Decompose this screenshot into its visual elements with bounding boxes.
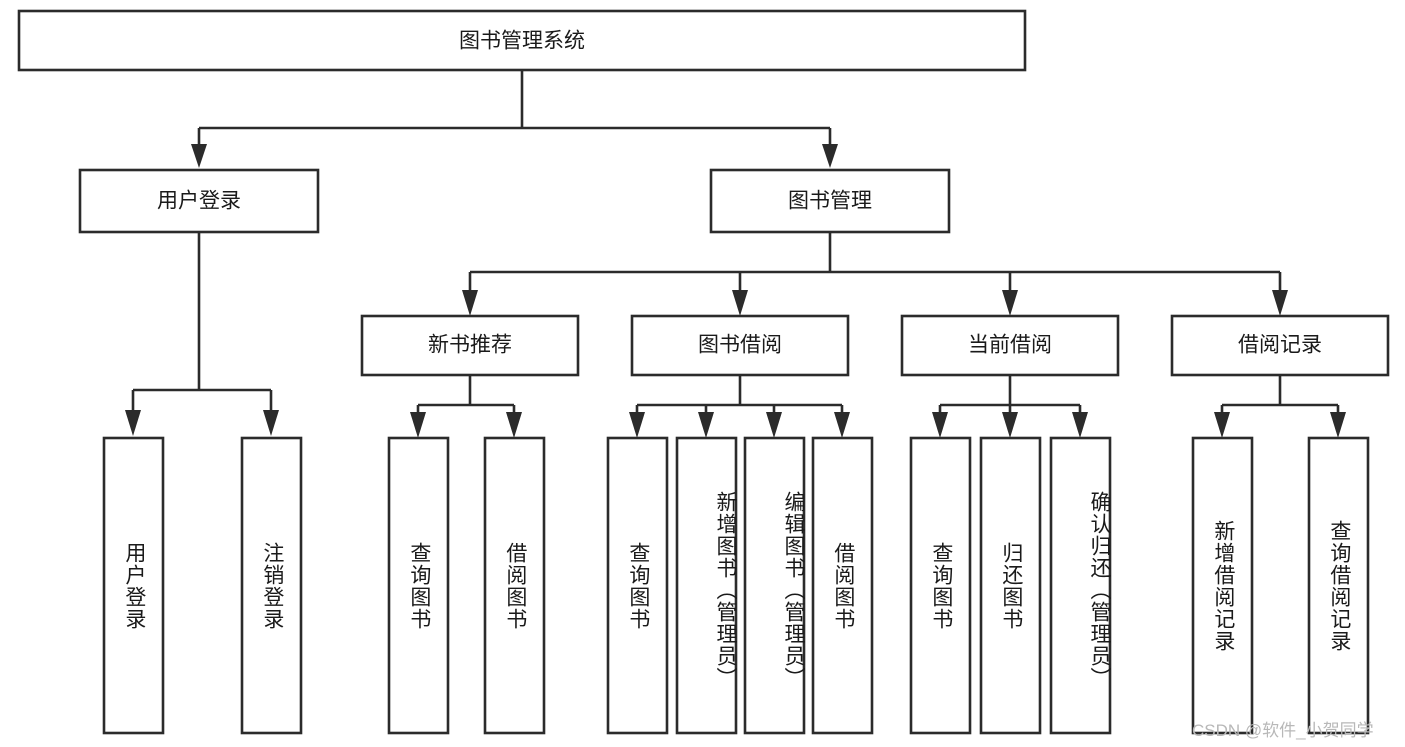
arrow-icon-borrowrecords-leaf-1: [1214, 412, 1230, 438]
arrow-icon-newbook-leaf-2: [506, 412, 522, 438]
node-box-book-manage[interactable]: [709, 168, 951, 234]
connector-group-user-login: [125, 232, 279, 436]
node-box-leaf-book-borrow-1[interactable]: [606, 436, 669, 735]
arrow-icon-currentborrow-leaf-2: [1002, 412, 1018, 438]
node-label-book-borrow: 图书借阅: [698, 334, 782, 357]
node-label-new-book-recommend: 新书推荐: [428, 334, 512, 357]
connector-group-borrow-records: [1214, 375, 1346, 438]
arrow-icon-to-current-borrow: [1002, 290, 1018, 316]
arrow-icon-bookborrow-leaf-1: [629, 412, 645, 438]
arrow-icon-currentborrow-leaf-3: [1072, 412, 1088, 438]
arrow-icon-bookborrow-leaf-2: [698, 412, 714, 438]
node-box-current-borrow[interactable]: [900, 314, 1120, 377]
node-box-system-root[interactable]: [17, 9, 1027, 72]
arrow-icon-userlogin-leaf-2: [263, 410, 279, 436]
node-box-user-login[interactable]: [78, 168, 320, 234]
node-box-borrow-records[interactable]: [1170, 314, 1390, 377]
connector-group-book-borrow: [629, 375, 850, 438]
node-label-system-root: 图书管理系统: [459, 30, 585, 53]
arrow-icon-bookborrow-leaf-3: [766, 412, 782, 438]
watermark-text: CSDN @软件_小贺同学: [1192, 721, 1374, 740]
arrow-icon-newbook-leaf-1: [410, 412, 426, 438]
connector-group-book-manage: [462, 232, 1288, 316]
connector-group-new-book: [410, 375, 522, 438]
arrow-icon-borrowrecords-leaf-2: [1330, 412, 1346, 438]
node-box-leaf-user-login-2[interactable]: [240, 436, 303, 735]
arrow-icon-to-borrow-records: [1272, 290, 1288, 316]
node-label-borrow-records: 借阅记录: [1238, 334, 1322, 357]
arrow-icon-userlogin-leaf-1: [125, 410, 141, 436]
node-box-leaf-current-borrow-1[interactable]: [909, 436, 972, 735]
node-box-leaf-borrow-records-2[interactable]: [1307, 436, 1370, 735]
node-label-book-manage: 图书管理: [788, 190, 872, 213]
connector-group-current-borrow: [932, 375, 1088, 438]
node-box-leaf-current-borrow-2[interactable]: [979, 436, 1042, 735]
node-box-leaf-book-borrow-3[interactable]: [743, 436, 806, 735]
node-box-leaf-new-book-2[interactable]: [483, 436, 546, 735]
node-box-leaf-user-login-1[interactable]: [102, 436, 165, 735]
arrow-icon-to-new-book: [462, 290, 478, 316]
node-box-leaf-new-book-1[interactable]: [387, 436, 450, 735]
arrow-icon-bookborrow-leaf-4: [834, 412, 850, 438]
node-box-leaf-book-borrow-2[interactable]: [675, 436, 738, 735]
arrow-icon-to-book-manage: [822, 144, 838, 168]
arrow-icon-to-user-login: [191, 144, 207, 168]
node-box-new-book-recommend[interactable]: [360, 314, 580, 377]
node-box-book-borrow[interactable]: [630, 314, 850, 377]
arrow-icon-to-book-borrow: [732, 290, 748, 316]
arrow-icon-currentborrow-leaf-1: [932, 412, 948, 438]
node-label-user-login: 用户登录: [157, 190, 241, 213]
node-box-leaf-current-borrow-3[interactable]: [1049, 436, 1112, 735]
connector-group-root: [191, 70, 838, 168]
node-box-leaf-borrow-records-1[interactable]: [1191, 436, 1254, 735]
node-label-current-borrow: 当前借阅: [968, 334, 1052, 357]
node-box-leaf-book-borrow-4[interactable]: [811, 436, 874, 735]
